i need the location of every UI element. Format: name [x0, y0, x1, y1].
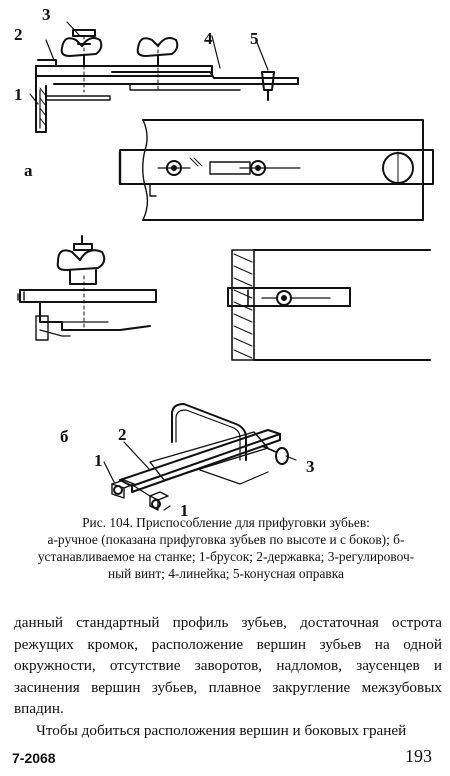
label-2: 2: [14, 25, 23, 44]
caption-line: Рис. 104. Приспособление для прифуговки …: [82, 515, 370, 530]
label-b-1-left: 1: [94, 451, 103, 470]
figure-104: 3 2 1 4 5 а б 2 1 3 1: [14, 5, 434, 519]
label-b-3: 3: [306, 457, 315, 476]
paragraph: Чтобы добиться расположения вершин и бок…: [36, 721, 407, 739]
page-number: 193: [405, 746, 432, 766]
machine-tool-perspective-view: [103, 403, 297, 511]
side-jointing-detail: [17, 235, 157, 341]
panel-label-a: а: [24, 161, 33, 180]
caption-line: устанавливаемое на станке; 1-брусок; 2-д…: [37, 549, 415, 564]
hand-tool-top-view: [118, 119, 434, 221]
paragraph: данный стандартный профиль зубьев, доста…: [14, 614, 442, 717]
body-text: данный стандартный профиль зубьев, доста…: [14, 612, 442, 741]
label-b-2: 2: [118, 425, 127, 444]
figure-caption: Рис. 104. Приспособление для прифуговки …: [14, 514, 438, 582]
figure-drawing: [17, 21, 434, 511]
printer-signature: 7-2068: [12, 750, 56, 766]
caption-line: ный винт; 4-линейка; 5-конусная оправка: [107, 566, 344, 581]
label-3: 3: [42, 5, 51, 24]
hand-tool-side-view: [29, 21, 299, 133]
label-4: 4: [204, 29, 213, 48]
caption-line: а-ручное (показана прифуговка зубьев по …: [47, 532, 405, 547]
panel-label-b: б: [60, 427, 69, 446]
label-1: 1: [14, 85, 23, 104]
label-5: 5: [250, 29, 259, 48]
height-jointing-detail: [227, 249, 431, 361]
label-b-1-bottom: 1: [180, 501, 189, 520]
